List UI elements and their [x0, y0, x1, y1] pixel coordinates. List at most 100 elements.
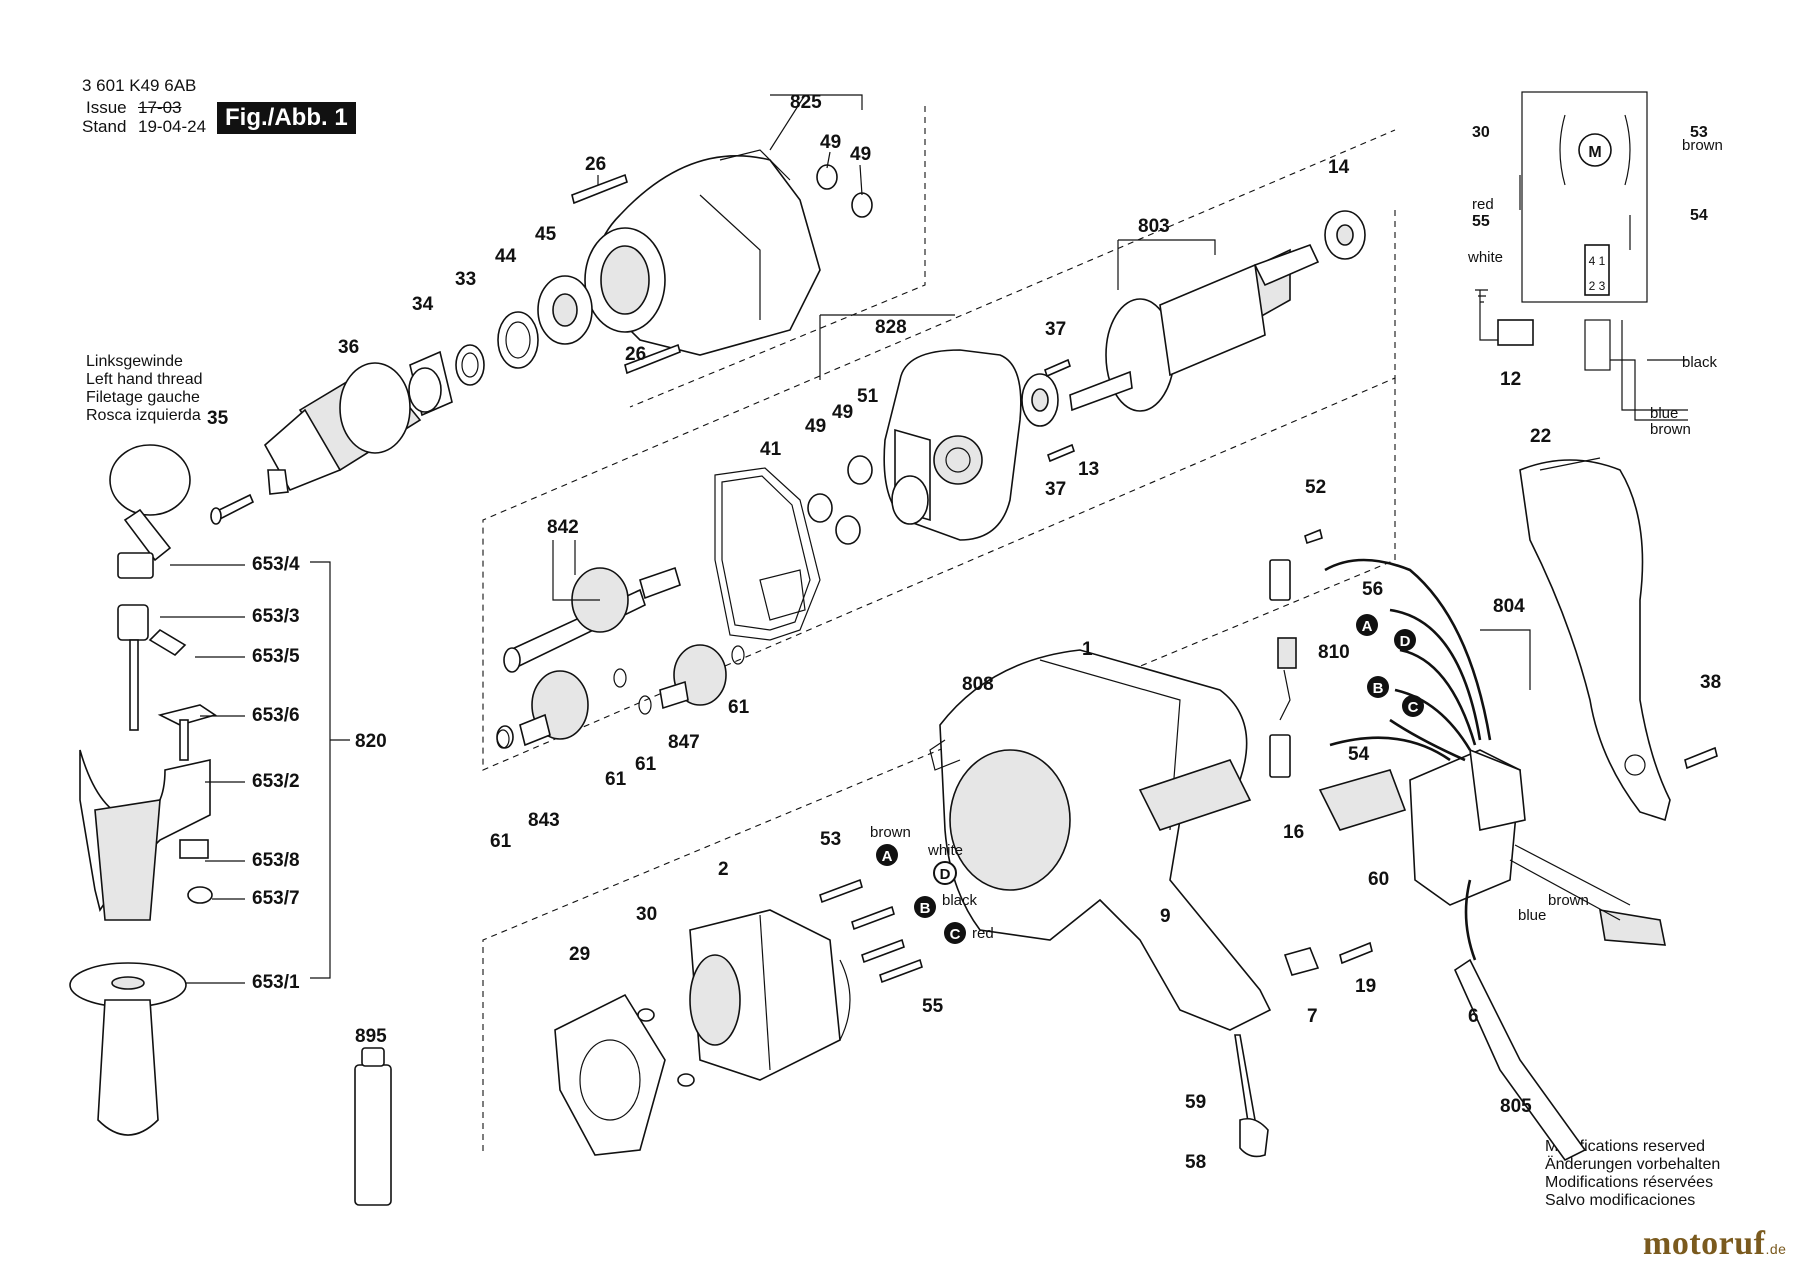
- spacer-34: [408, 350, 453, 417]
- spindle-842: [503, 566, 681, 673]
- part-label: 653/2: [252, 771, 300, 792]
- auxiliary-handle: [69, 444, 217, 1136]
- wire-color-label: brown: [1682, 137, 1723, 154]
- switch-knob-59-58: [1234, 1034, 1269, 1158]
- boundary-lower: [482, 378, 1396, 1155]
- leader-bracket-820: [310, 561, 350, 979]
- logo-text: motoruf: [1643, 1225, 1766, 1262]
- badge-A-switch: A: [1362, 618, 1373, 635]
- part-label: 653/8: [252, 850, 300, 871]
- wire-color-label: red: [972, 925, 994, 942]
- part-label: 54: [1348, 744, 1370, 765]
- wire-color-label: brown: [870, 824, 911, 841]
- part-label: 61: [490, 831, 512, 852]
- part-label: 653/3: [252, 606, 300, 627]
- wire-color-label: white: [1467, 249, 1503, 266]
- part-label: 895: [355, 1026, 387, 1047]
- wire-color-label: blue: [1650, 405, 1678, 422]
- connection-wires: [1324, 558, 1492, 961]
- part-label: 19: [1355, 976, 1376, 997]
- part-label: 60: [1368, 869, 1389, 890]
- part-label: 49: [832, 402, 853, 423]
- motor-symbol-label: M: [1588, 144, 1601, 161]
- modifications-note: Modifications reserved Änderungen vorbeh…: [1545, 1138, 1720, 1210]
- part-label: 55: [922, 996, 944, 1017]
- note-line: Linksgewinde: [86, 353, 183, 370]
- wire-color-label: blue: [1518, 907, 1546, 924]
- armature: [1021, 243, 1320, 427]
- washer-33: [455, 344, 485, 386]
- bearing-plate: [883, 349, 1022, 541]
- badge-B-switch: B: [1373, 680, 1384, 697]
- schematic-part-label: 30: [1472, 124, 1490, 141]
- part-label: 808: [962, 674, 994, 695]
- note-line: Salvo modificaciones: [1545, 1192, 1696, 1209]
- part-label: 53: [820, 829, 841, 850]
- bearing-45: [537, 275, 593, 345]
- part-label: 61: [635, 754, 657, 775]
- part-label: 847: [668, 732, 700, 753]
- part-label: 843: [528, 810, 560, 831]
- bushings-49-51: [807, 455, 873, 545]
- note-line: Filetage gauche: [86, 389, 200, 406]
- part-label: 51: [857, 386, 879, 407]
- switch-terminal-label: 4 1: [1589, 254, 1606, 268]
- part-labels: 825 49 49 26 45 44 33 34 36 35 26 14 803…: [207, 92, 1721, 1173]
- screws-37: [1044, 358, 1075, 463]
- badge-D-switch: D: [1400, 633, 1411, 650]
- badge-D-lower: D: [940, 866, 951, 883]
- retaining-ring-44: [497, 311, 539, 369]
- part-label: 37: [1045, 479, 1066, 500]
- part-label: 37: [1045, 319, 1066, 340]
- badge-C-switch: C: [1408, 699, 1419, 716]
- issue-label: Issue: [86, 98, 127, 117]
- motor-housing: [929, 649, 1272, 1031]
- cable-805: [1453, 844, 1666, 1162]
- field-coil: [689, 909, 851, 1081]
- screws-26: [571, 173, 681, 375]
- wire-color-label: brown: [1650, 421, 1691, 438]
- part-label: 653/5: [252, 646, 300, 667]
- drill-chuck-36: [263, 362, 422, 495]
- part-label: 33: [455, 269, 476, 290]
- part-label: 29: [569, 944, 590, 965]
- note-line: Rosca izquierda: [86, 407, 201, 424]
- part-label: 34: [412, 294, 434, 315]
- stand-value: 19-04-24: [138, 117, 207, 136]
- left-thread-note: Linksgewinde Left hand thread Filetage g…: [86, 353, 203, 425]
- part-label: 13: [1078, 459, 1099, 480]
- part-label: 842: [547, 517, 579, 538]
- issue-value: 17-03: [138, 98, 182, 117]
- document-number: 3 601 K49 6AB: [82, 76, 197, 95]
- handle-cover-22: [1519, 457, 1671, 822]
- bearing-14: [1324, 210, 1366, 260]
- part-label: 49: [850, 144, 871, 165]
- part-label: 26: [625, 344, 646, 365]
- part-label: 820: [355, 731, 387, 752]
- screws-38-19: [1283, 746, 1718, 976]
- part-label: 12: [1500, 369, 1521, 390]
- gasket-41: [714, 467, 821, 641]
- wiring-schematic: [1475, 91, 1688, 421]
- site-logo: motoruf.de: [1643, 1225, 1786, 1263]
- part-label: 56: [1362, 579, 1383, 600]
- part-label: 49: [805, 416, 826, 437]
- carbon-brushes: [1269, 528, 1323, 778]
- part-label: 828: [875, 317, 907, 338]
- part-label: 14: [1328, 157, 1350, 178]
- part-label: 2: [718, 859, 729, 880]
- leader-lines: [160, 94, 1531, 984]
- boundary-upper: [629, 106, 926, 408]
- boundary-middle: [482, 129, 1396, 771]
- gear-847: [659, 644, 727, 710]
- schematic-part-label: 53: [1690, 124, 1708, 141]
- wire-color-label: white: [927, 842, 963, 859]
- part-label: 35: [207, 408, 229, 429]
- part-label: 7: [1307, 1006, 1318, 1027]
- part-label: 6: [1468, 1006, 1479, 1027]
- switch-terminal-label: 2 3: [1589, 279, 1606, 293]
- screw-35: [210, 493, 255, 525]
- schematic-part-label: 55: [1472, 213, 1490, 230]
